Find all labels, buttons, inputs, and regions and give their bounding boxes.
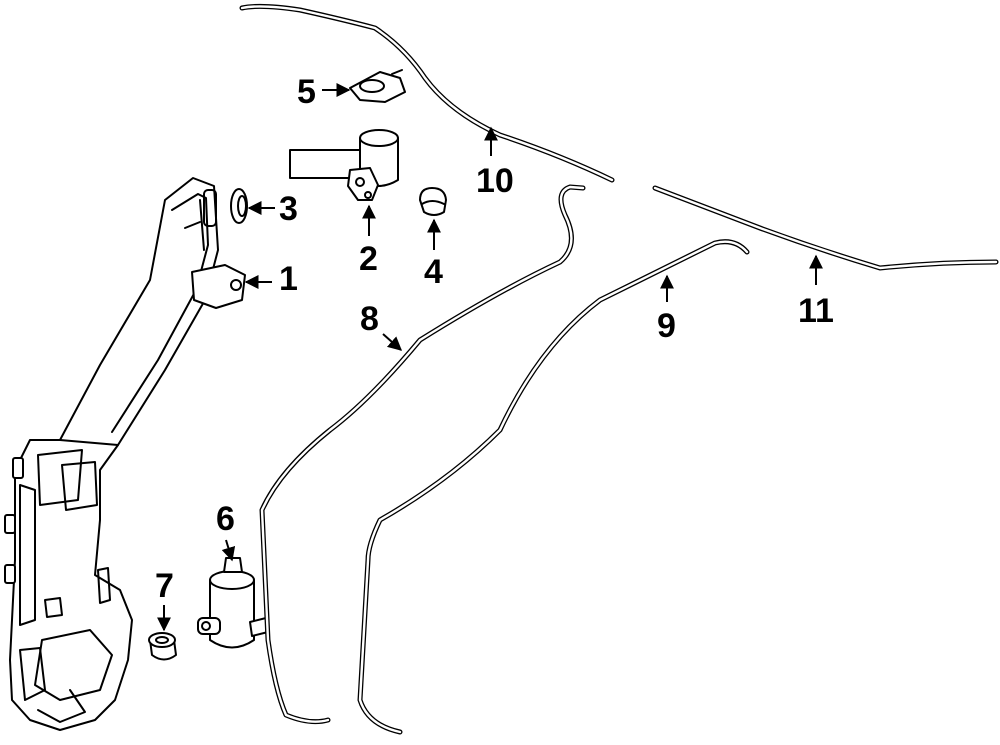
washer-hose-11 xyxy=(652,185,999,271)
callout-4: 4 xyxy=(424,253,443,291)
callout-1: 1 xyxy=(279,260,298,298)
callout-2: 2 xyxy=(359,240,378,278)
callout-5: 5 xyxy=(297,73,316,111)
washer-hose-8 xyxy=(259,184,586,725)
grommet xyxy=(230,188,248,224)
callout-8: 8 xyxy=(360,300,379,338)
callout-9: 9 xyxy=(657,307,676,345)
washer-motor xyxy=(289,129,399,201)
washer-pump xyxy=(197,557,269,649)
callout-7: 7 xyxy=(155,567,174,605)
washer-hose-9 xyxy=(357,239,750,735)
pump-grommet xyxy=(148,632,177,661)
callout-3: 3 xyxy=(279,190,298,228)
callout-11: 11 xyxy=(798,292,834,330)
leader-6 xyxy=(221,539,236,562)
callout-6: 6 xyxy=(216,500,235,538)
leader-8 xyxy=(382,333,403,351)
callout-10: 10 xyxy=(476,162,514,200)
reservoir-cap xyxy=(349,69,406,103)
washer-hose-10 xyxy=(239,3,615,183)
washer-reservoir xyxy=(4,177,246,731)
plug-cap xyxy=(419,187,447,216)
